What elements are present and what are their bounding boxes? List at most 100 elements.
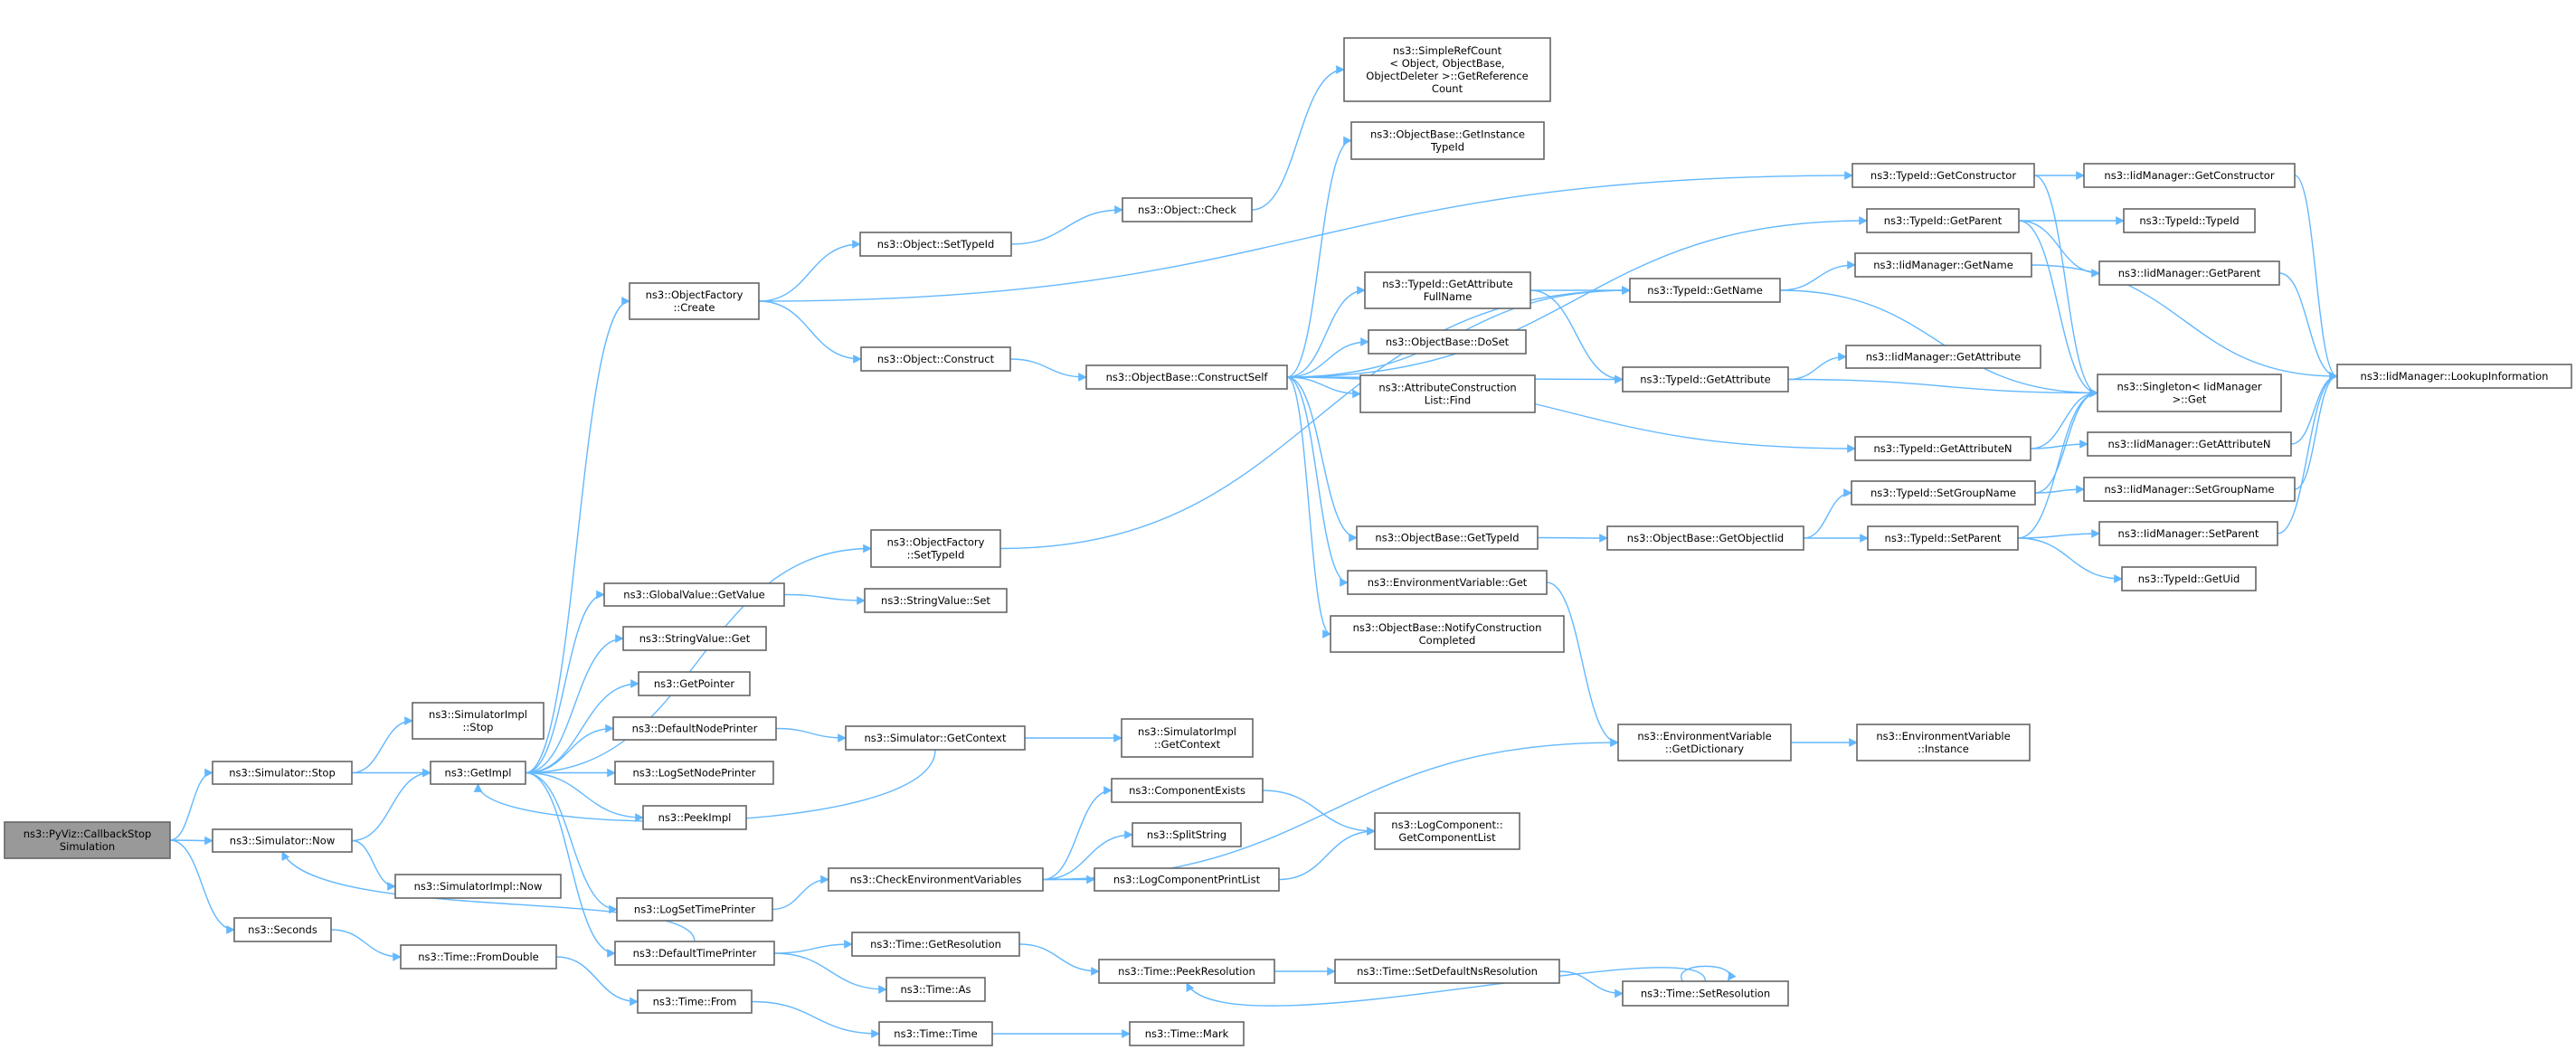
edge-line: [1009, 358, 1087, 382]
edge-pyviz-to-seconds: [169, 839, 235, 934]
node-seconds[interactable]: ns3::Seconds: [233, 917, 332, 942]
node-timeFrom[interactable]: ns3::Time::From: [637, 989, 753, 1014]
edge-line: [773, 940, 853, 954]
edge-line: [2033, 175, 2098, 398]
node-ofCreate[interactable]: ns3::ObjectFactory::Create: [629, 282, 760, 320]
node-envGetDict[interactable]: ns3::EnvironmentVariable::GetDictionary: [1617, 724, 1792, 761]
node-tidGetParent[interactable]: ns3::TypeId::GetParent: [1866, 208, 2020, 233]
node-envInstance[interactable]: ns3::EnvironmentVariable::Instance: [1856, 724, 2031, 761]
node-simGetContext[interactable]: ns3::Simulator::GetContext: [845, 725, 1026, 751]
node-logCompPrintList[interactable]: ns3::LogComponentPrintList: [1094, 867, 1280, 892]
node-obGetTypeId[interactable]: ns3::ObjectBase::GetTypeId: [1356, 525, 1539, 550]
edge-line: [1530, 289, 1624, 384]
node-setDefaultNsRes[interactable]: ns3::Time::SetDefaultNsResolution: [1334, 959, 1560, 984]
node-iidSetParent[interactable]: ns3::IidManager::SetParent: [2098, 521, 2278, 546]
edge-line: [525, 771, 616, 958]
node-label: ns3::IidManager::LookupInformation: [2361, 370, 2549, 383]
node-defNodePrinter[interactable]: ns3::DefaultNodePrinter: [612, 716, 777, 741]
node-iidGetAttributeN[interactable]: ns3::IidManager::GetAttributeN: [2087, 431, 2292, 457]
node-objConstruct[interactable]: ns3::Object::Construct: [860, 346, 1011, 372]
node-iidGetConstructor[interactable]: ns3::IidManager::GetConstructor: [2083, 163, 2296, 188]
node-tidGetConstructor[interactable]: ns3::TypeId::GetConstructor: [1852, 163, 2035, 188]
node-constructSelf[interactable]: ns3::ObjectBase::ConstructSelf: [1085, 364, 1288, 390]
node-simStop[interactable]: ns3::Simulator::Stop: [212, 761, 353, 785]
node-implGetContext[interactable]: ns3::SimulatorImpl::GetContext: [1121, 718, 1254, 758]
node-tidTypeId[interactable]: ns3::TypeId::TypeId: [2123, 208, 2256, 233]
node-box: [2121, 566, 2257, 591]
node-label: ns3::EnvironmentVariable::Get: [1368, 576, 1528, 589]
node-tidSetGroupName[interactable]: ns3::TypeId::SetGroupName: [1851, 480, 2036, 506]
node-peekImpl[interactable]: ns3::PeekImpl: [642, 805, 747, 830]
node-getImpl[interactable]: ns3::GetImpl: [430, 761, 526, 785]
node-timeAs[interactable]: ns3::Time::As: [886, 977, 986, 1002]
edge-line: [2030, 440, 2088, 449]
node-doSet[interactable]: ns3::ObjectBase::DoSet: [1368, 329, 1527, 355]
edge-envGet-to-envGetDict: [1546, 582, 1619, 747]
node-box: [212, 761, 353, 785]
node-logSetNodePrinter[interactable]: ns3::LogSetNodePrinter: [614, 761, 774, 785]
node-getPointer[interactable]: ns3::GetPointer: [638, 671, 751, 696]
node-svSet[interactable]: ns3::StringValue::Set: [864, 588, 1008, 613]
node-box: [1617, 724, 1792, 761]
node-timeMark[interactable]: ns3::Time::Mark: [1129, 1021, 1245, 1046]
node-gvGetValue[interactable]: ns3::GlobalValue::GetValue: [603, 582, 785, 607]
edge-line: [751, 1000, 880, 1038]
node-tidGetName[interactable]: ns3::TypeId::GetName: [1629, 278, 1781, 303]
edge-line: [2294, 175, 2338, 381]
edge-line: [1251, 65, 1345, 211]
node-envGet[interactable]: ns3::EnvironmentVariable::Get: [1347, 570, 1548, 595]
node-label: ns3::LogComponentPrintList: [1113, 874, 1261, 886]
node-implNow[interactable]: ns3::SimulatorImpl::Now: [394, 874, 562, 899]
node-timeGetRes[interactable]: ns3::Time::GetResolution: [851, 932, 1020, 957]
edge-line: [555, 956, 639, 1007]
node-label: ns3::IidManager::GetAttribute: [1866, 351, 2021, 364]
node-logSetTimePrinter[interactable]: ns3::LogSetTimePrinter: [616, 897, 773, 922]
node-tidGetAttributeN[interactable]: ns3::TypeId::GetAttributeN: [1854, 436, 2031, 461]
node-fromDouble[interactable]: ns3::Time::FromDouble: [400, 944, 557, 970]
node-iidSetGroupName[interactable]: ns3::IidManager::SetGroupName: [2083, 477, 2296, 502]
node-peekRes[interactable]: ns3::Time::PeekResolution: [1098, 959, 1275, 984]
node-label: ns3::PeekImpl: [658, 811, 732, 824]
edge-tidGetAttributeN-to-singletonGet: [2030, 388, 2098, 449]
node-notifyConstruction[interactable]: ns3::ObjectBase::NotifyConstructionCompl…: [1330, 615, 1565, 653]
node-svGet[interactable]: ns3::StringValue::Get: [622, 626, 767, 651]
node-objSetTypeId[interactable]: ns3::Object::SetTypeId: [859, 232, 1012, 257]
node-simNow[interactable]: ns3::Simulator::Now: [212, 828, 353, 853]
node-box: [1121, 718, 1254, 758]
node-lookupInfo[interactable]: ns3::IidManager::LookupInformation: [2336, 364, 2572, 389]
edge-constructSelf-to-notifyConstruction: [1286, 376, 1331, 639]
node-getComponentList[interactable]: ns3::LogComponent::GetComponentList: [1374, 812, 1520, 850]
edge-ofCreate-to-objConstruct: [758, 300, 862, 364]
node-componentExists[interactable]: ns3::ComponentExists: [1111, 778, 1264, 803]
node-label: ns3::IidManager::GetParent: [2118, 267, 2261, 279]
node-ofSetTypeId[interactable]: ns3::ObjectFactory::SetTypeId: [870, 529, 1001, 568]
node-objCheck[interactable]: ns3::Object::Check: [1122, 197, 1253, 222]
node-iidGetAttribute[interactable]: ns3::IidManager::GetAttribute: [1845, 345, 2041, 369]
node-iidGetName[interactable]: ns3::IidManager::GetName: [1854, 252, 2032, 278]
node-timeSetRes[interactable]: ns3::Time::SetResolution: [1622, 980, 1789, 1007]
node-checkEnv[interactable]: ns3::CheckEnvironmentVariables: [828, 867, 1044, 892]
node-box: [859, 232, 1012, 257]
node-defTimePrinter[interactable]: ns3::DefaultTimePrinter: [614, 941, 775, 966]
node-box: [2098, 260, 2280, 286]
node-simpleRefCount[interactable]: ns3::SimpleRefCount< Object, ObjectBase,…: [1343, 37, 1551, 102]
node-getObjectIid[interactable]: ns3::ObjectBase::GetObjectIid: [1606, 525, 1804, 551]
node-splitString[interactable]: ns3::SplitString: [1132, 822, 1242, 847]
node-tidGetUid[interactable]: ns3::TypeId::GetUid: [2121, 566, 2257, 591]
node-label: ns3::LogComponent::: [1391, 818, 1502, 831]
node-box: [233, 917, 332, 942]
node-iidGetParent[interactable]: ns3::IidManager::GetParent: [2098, 260, 2280, 286]
node-label: ns3::Time::SetResolution: [1641, 988, 1770, 1000]
node-box: [1350, 121, 1545, 160]
node-implStop[interactable]: ns3::SimulatorImpl::Stop: [412, 702, 545, 740]
node-timeTime[interactable]: ns3::Time::Time: [878, 1021, 993, 1046]
edge-tidSetGroupName-to-iidSetGroupName: [2034, 485, 2085, 494]
node-tidSetParent[interactable]: ns3::TypeId::SetParent: [1867, 525, 2019, 551]
node-box: [828, 867, 1044, 892]
node-tidGetAttribute[interactable]: ns3::TypeId::GetAttribute: [1622, 366, 1789, 393]
node-singletonGet[interactable]: ns3::Singleton< IidManager>::Get: [2097, 374, 2282, 412]
